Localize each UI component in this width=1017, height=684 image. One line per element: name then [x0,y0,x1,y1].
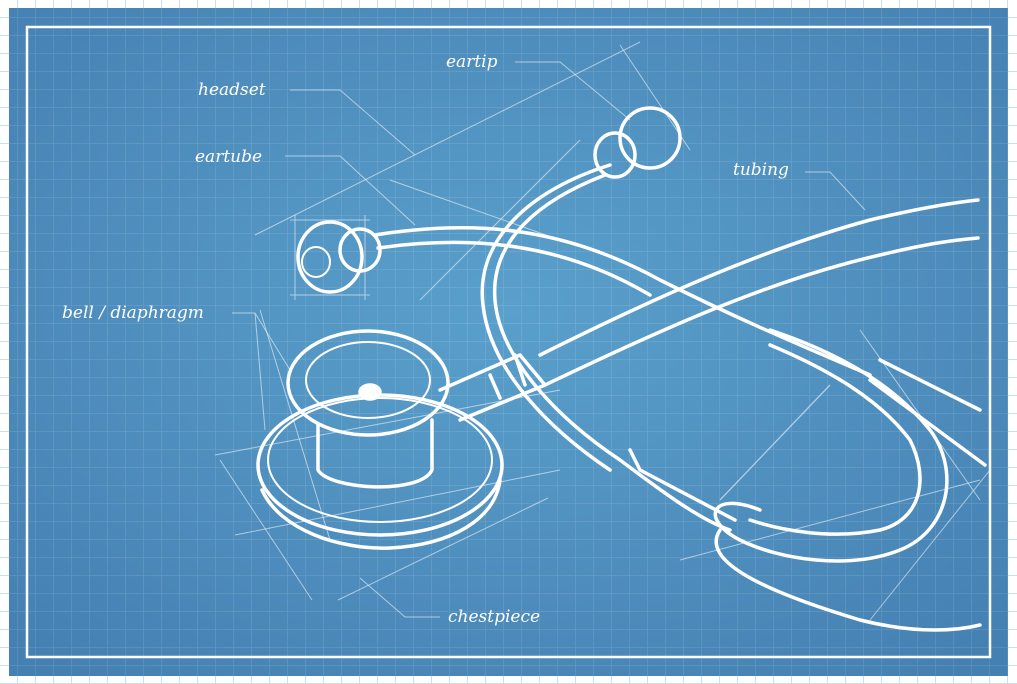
label-headset: headset [198,80,266,100]
chestpiece-stem [438,353,547,422]
bell [286,329,450,489]
eartube [373,163,872,532]
label-eartube: eartube [195,147,262,167]
label-eartip: eartip [446,52,498,72]
headset-eartip-left [296,220,382,294]
label-chestpiece: chestpiece [448,607,540,627]
label-tubing: tubing [733,160,789,180]
eartip [593,106,682,179]
label-bell-diaphragm: bell / diaphragm [62,303,204,323]
tubing [538,198,987,632]
sheet-border [25,25,992,659]
